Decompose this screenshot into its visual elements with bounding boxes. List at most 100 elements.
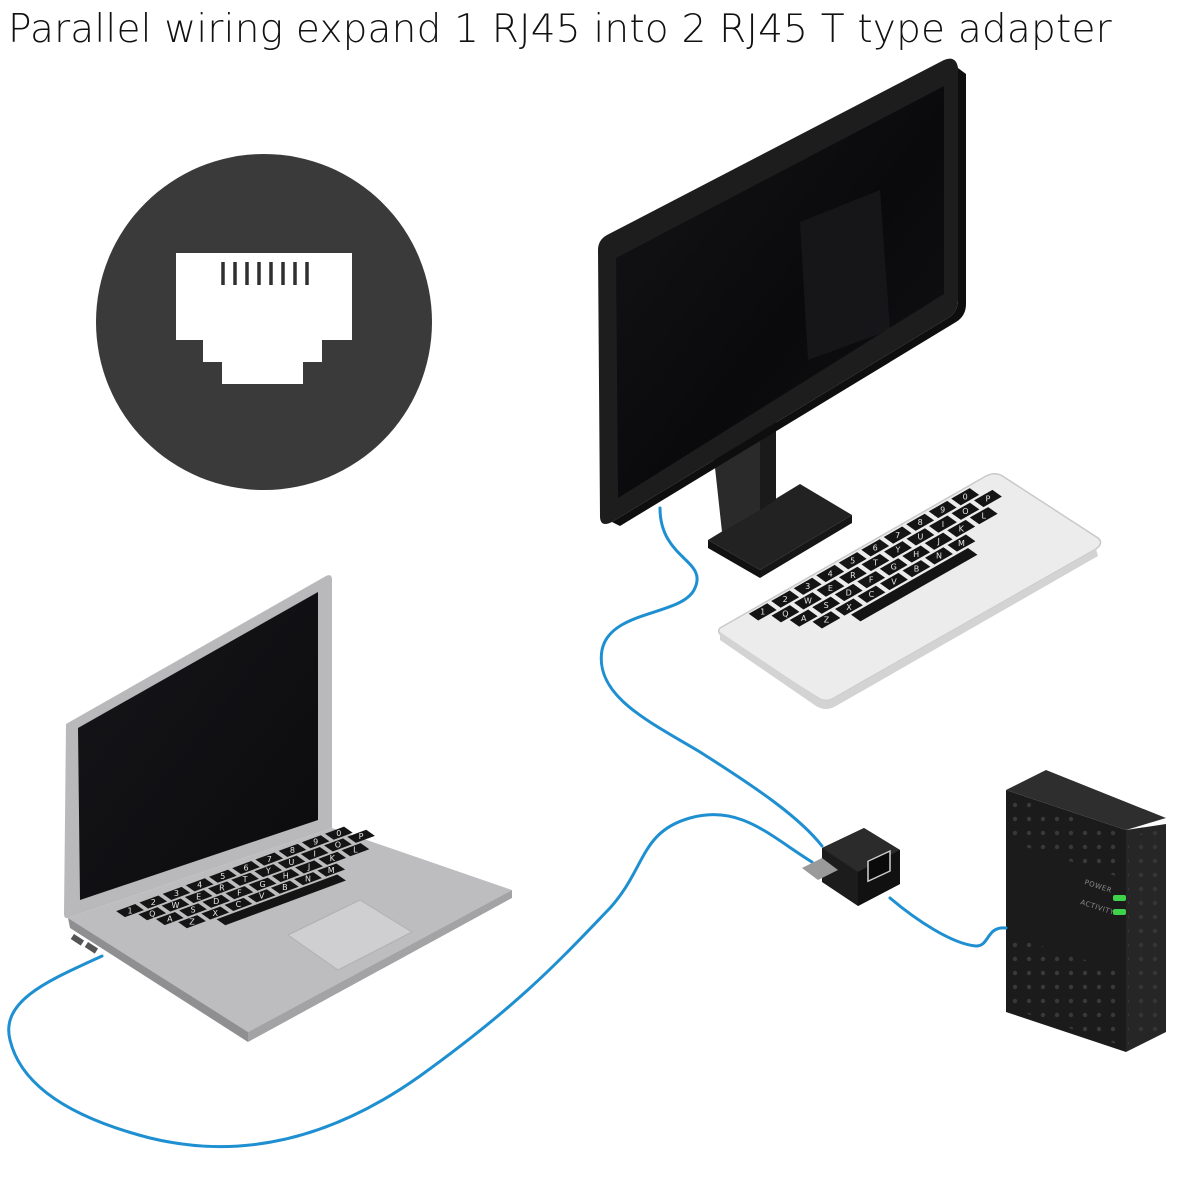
desk-key [928,500,957,519]
laptop-key-label: A [167,914,173,923]
laptop-key [201,906,230,920]
desk-key-label: F [869,575,874,584]
laptop-key [162,886,191,900]
laptop-key-label: E [196,892,201,901]
power-led [1113,895,1126,901]
laptop-key-label: R [219,884,225,893]
laptop-spacebar [216,874,346,926]
monitor-stand-base [708,484,852,570]
desk-key [880,572,908,591]
laptop-key-label: 5 [220,872,225,881]
laptop-key-label: 3 [174,889,179,898]
laptop-key-label: N [305,874,311,883]
desk-key [884,541,912,559]
laptop-key [138,907,167,921]
desk-key [925,547,953,565]
adapter-port [867,849,891,883]
desk-key [834,583,863,602]
laptop-key [139,895,168,909]
laptop-key [271,868,300,883]
laptop-key [185,878,214,892]
laptop-key [324,838,352,852]
desk-key-label: 2 [783,595,788,604]
desk-key-label: V [891,577,897,586]
laptop-key [300,846,329,861]
desk-spacebar [851,548,978,622]
laptop-key [347,829,375,843]
desk-key-label: 8 [918,518,923,527]
desk-key-label: C [869,590,875,599]
laptop-key-label: F [237,889,242,898]
laptop-key [225,886,254,900]
desk-key [857,571,886,589]
desk-key [924,532,953,550]
router-top [1006,770,1166,830]
desk-key-label: 1 [760,608,765,617]
laptop-key [270,880,299,894]
desk-key-label: B [914,564,920,573]
laptop-key [301,835,330,849]
laptop-key [184,889,213,904]
laptop-key-label: C [236,900,242,909]
desk-key [879,558,908,576]
desk-key-label: K [959,524,965,533]
laptop-key-label: S [190,906,195,915]
desk-key [838,552,867,570]
desk-key [794,592,822,610]
laptop-key [178,915,206,929]
desk-key [748,603,777,621]
desk-key [812,596,841,614]
laptop-key-label: 6 [244,863,249,872]
laptop-key [295,860,323,874]
laptop-key [161,898,190,912]
desk-key-label: J [937,537,940,546]
laptop-key-label: V [259,892,265,901]
desk-key [906,513,935,531]
desk-key [861,539,890,557]
laptop-key-label: 7 [267,855,272,864]
laptop-key-label: L [353,846,358,855]
monitor-screen [616,86,944,498]
desk-key [883,526,912,544]
rj45-t-adapter [802,828,900,906]
desk-key-label: T [872,558,878,567]
desk-key-label: X [846,603,852,612]
desk-key-label: I [942,520,944,529]
desk-key [974,489,1002,508]
laptop-key [248,877,277,891]
port-pins [221,262,309,285]
laptop-key [341,843,370,857]
desk-key [771,605,800,623]
laptop-key-label: T [242,875,248,884]
desk-key-label: 7 [895,531,900,540]
desk-key [835,598,863,616]
laptop-key-label: D [213,897,219,906]
laptop-key-label: U [289,858,295,867]
ethernet-port-icon [176,253,352,384]
desktop-monitor [598,58,966,578]
activity-led [1113,909,1126,915]
desk-key [816,579,845,597]
desk-key [861,553,890,572]
laptop-key [325,826,353,840]
desk-key [929,515,957,533]
desk-key-label: D [846,588,852,597]
laptop-key-label: G [260,880,266,889]
laptop-key-label: H [283,871,289,880]
laptop-key-label: J [307,863,310,872]
laptop-cable [7,813,814,1149]
laptop-key-label: O [335,841,341,850]
desk-key-label: M [958,539,965,548]
desk-key-label: N [936,552,942,561]
desk-key [793,577,822,595]
desk-key [947,519,976,538]
laptop-key-label: W [171,901,179,910]
desk-key-label: Z [824,616,830,625]
laptop-key [254,864,283,878]
laptop-key-label: 0 [336,829,341,838]
laptop-key [116,904,144,918]
